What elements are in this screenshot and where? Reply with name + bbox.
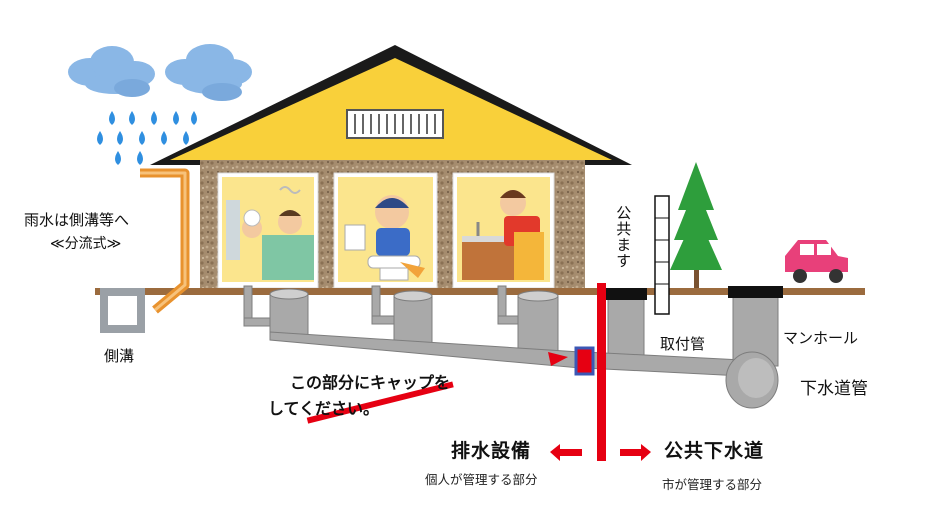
rain-title: 雨水は側溝等へ <box>24 211 130 229</box>
raindrop-icon <box>129 111 135 125</box>
cap-instruction-line2: してください。 <box>268 399 380 418</box>
sewer-main-label: 下水道管 <box>800 379 868 399</box>
raindrop-icon <box>117 131 123 145</box>
raindrop-icon <box>109 111 115 125</box>
gutter-label: 側溝 <box>104 347 135 365</box>
raindrop-icon <box>191 111 197 125</box>
tree-icon <box>670 162 722 288</box>
marker-post-icon <box>654 195 670 315</box>
raindrop-icon <box>183 131 189 145</box>
ground-line <box>95 288 865 295</box>
raindrop-icon <box>137 151 143 165</box>
cap-marker <box>574 346 595 376</box>
public-masu <box>605 288 647 359</box>
public-side-title: 公共下水道 <box>664 440 765 462</box>
public-masu-label: 公共ます <box>614 205 633 269</box>
private-side-note: 個人が管理する部分 <box>425 472 538 487</box>
manhole <box>725 286 783 409</box>
raindrop-icon <box>151 111 157 125</box>
rain-subtitle: ≪分流式≫ <box>50 236 122 252</box>
gutter-box <box>100 288 145 333</box>
car-icon <box>785 240 848 283</box>
cloud-icon <box>165 44 252 101</box>
boundary-marker <box>306 283 651 461</box>
drain-pipes <box>243 285 581 369</box>
toilet-window <box>333 172 438 289</box>
raindrop-icon <box>97 111 197 165</box>
cap-instruction-line1: この部分にキャップを <box>290 373 451 392</box>
raindrop-icon <box>139 131 145 145</box>
roof <box>150 45 632 165</box>
raindrop-icon <box>173 111 179 125</box>
lateral-pipe <box>584 351 743 377</box>
raindrop-icon <box>161 131 167 145</box>
bathroom-window <box>217 172 319 289</box>
kitchen-window <box>452 172 555 289</box>
raindrop-icon <box>115 151 121 165</box>
public-side-note: 市が管理する部分 <box>662 477 763 492</box>
cloud-icon <box>68 46 155 97</box>
downspout <box>140 168 190 314</box>
lateral-pipe-label: 取付管 <box>660 335 706 353</box>
manhole-label: マンホール <box>783 329 859 347</box>
raindrop-icon <box>97 131 103 145</box>
private-side-title: 排水設備 <box>451 440 532 462</box>
